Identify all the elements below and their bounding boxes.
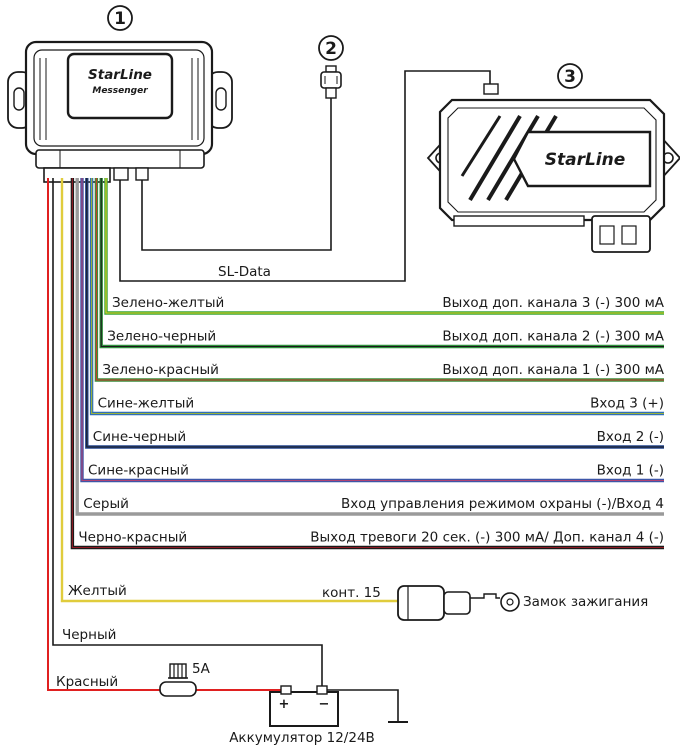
wire-function: Выход доп. канала 2 (-) 300 мА: [442, 329, 664, 345]
battery-plus: +: [279, 697, 290, 712]
ignition-lock-label: Замок зажигания: [523, 594, 648, 610]
wire-row: Серый Вход управления режимом охраны (-)/…: [75, 178, 664, 516]
ignition-lock: конт. 15 Замок зажигания: [322, 585, 648, 621]
antenna-connector: [135, 167, 149, 181]
unit-1-messenger: StarLine Messenger 1: [7, 5, 233, 183]
wire-name: Сине-красный: [88, 463, 189, 479]
wire-function: Вход 2 (-): [597, 429, 664, 445]
unit-1-model: Messenger: [92, 86, 148, 96]
wire-function: Выход доп. канала 1 (-) 300 мА: [442, 362, 664, 378]
wire-name: Зелено-желтый: [112, 295, 224, 311]
wire-stripe: [81, 178, 664, 482]
wire-row: Сине-красный Вход 1 (-): [80, 178, 664, 483]
red-wire-label: Красный: [56, 674, 118, 690]
wire-name: Зелено-черный: [107, 329, 216, 345]
ignition-wire: [60, 178, 398, 603]
ignition-wire-label: Желтый: [68, 583, 127, 599]
unit-3-number-badge: [557, 63, 583, 89]
black-wire-label: Черный: [62, 627, 116, 643]
wire-function: Вход управления режимом охраны (-)/Вход …: [341, 496, 664, 512]
wire-name: Зелено-красный: [102, 362, 219, 378]
wire-function: Вход 3 (+): [590, 396, 664, 412]
fuse-rating: 5A: [192, 661, 211, 677]
ignition-contact-label: конт. 15: [322, 585, 381, 601]
wire-name: Сине-черный: [93, 429, 186, 445]
wire-stripe: [95, 178, 664, 381]
wire-stripe: [76, 178, 664, 515]
wire-stripe: [86, 178, 664, 448]
wire-row: Зелено-желтый Выход доп. канала 3 (-) 300…: [104, 178, 665, 315]
sl-data-bus: SL-Data: [119, 70, 491, 282]
unit-2-number-badge: [318, 35, 344, 61]
wire-stripe: [91, 178, 664, 415]
battery-minus: −: [319, 697, 330, 712]
unit-1-number-badge: [107, 5, 133, 31]
sl-data-connector: [113, 167, 129, 181]
unit-1-number: 1: [114, 9, 126, 29]
wire-function: Выход доп. канала 3 (-) 300 мА: [442, 295, 664, 311]
power-section: Черный Красный 5A + − Аккумулятор 12/24В: [47, 178, 408, 746]
unit-2-connector: 2: [318, 35, 344, 99]
wire-row: Зелено-красный Выход доп. канала 1 (-) 30…: [94, 178, 665, 382]
unit-1-brand: StarLine: [88, 67, 152, 83]
wire-row: Сине-желтый Вход 3 (+): [89, 178, 664, 416]
wire-function: Выход тревоги 20 сек. (-) 300 мА/ Доп. к…: [310, 530, 664, 546]
wire-row: Черно-красный Выход тревоги 20 сек. (-) 3…: [70, 178, 664, 550]
ignition-wire-row: Желтый: [60, 178, 398, 603]
wire-function: Вход 1 (-): [597, 463, 664, 479]
wire-stripe: [100, 178, 664, 348]
wire-stripe: [105, 178, 664, 314]
wire-name: Черно-красный: [78, 530, 187, 546]
unit-2-number: 2: [325, 39, 337, 59]
wire-name: Серый: [83, 496, 129, 512]
unit-3-brand: StarLine: [545, 150, 626, 170]
fuse-icon: [159, 663, 197, 697]
wire-name: Сине-желтый: [98, 396, 195, 412]
battery-icon: [269, 685, 339, 727]
battery-label: Аккумулятор 12/24В: [229, 730, 375, 746]
wire-row: Сине-черный Вход 2 (-): [85, 178, 664, 449]
signal-wires: Зелено-желтый Выход доп. канала 3 (-) 300…: [60, 178, 665, 603]
sl-data-label: SL-Data: [218, 264, 271, 280]
wire-row: Зелено-черный Выход доп. канала 2 (-) 300…: [99, 178, 665, 349]
wire-stripe: [71, 178, 664, 549]
unit-3-number: 3: [564, 67, 576, 87]
unit-3-main-unit: 3 StarLine: [426, 63, 680, 253]
